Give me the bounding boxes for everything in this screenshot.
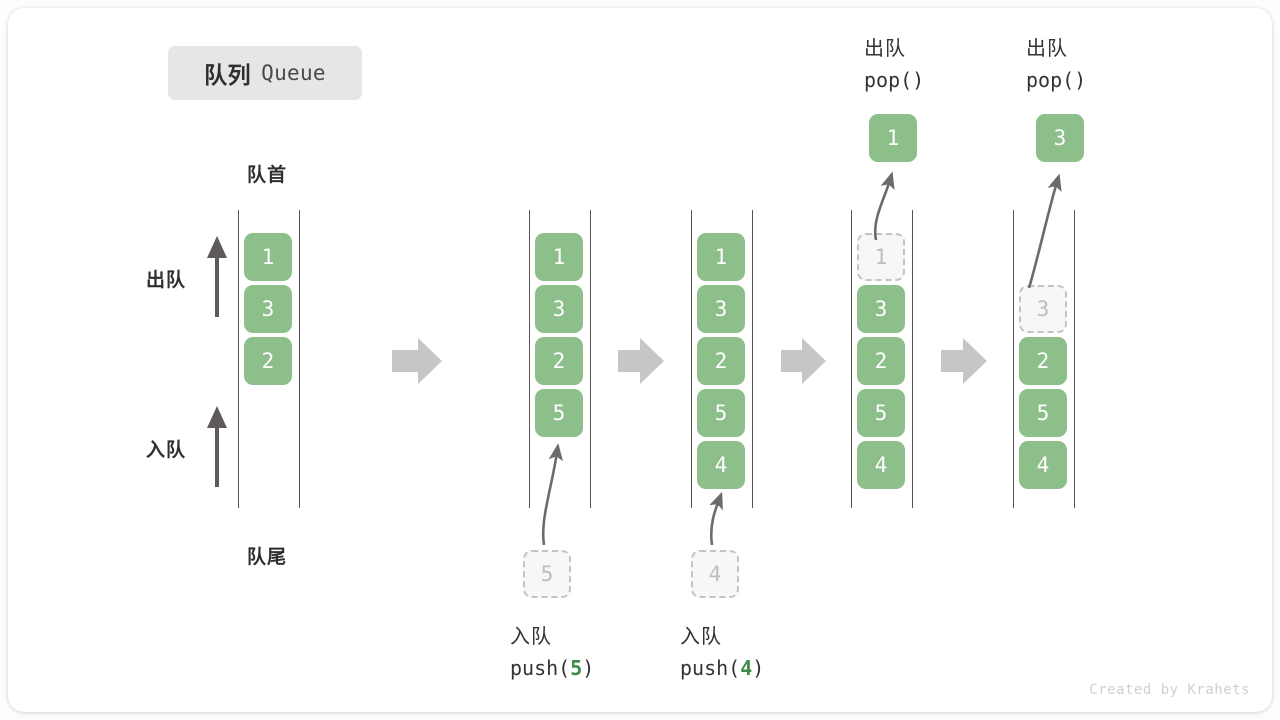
diagram-card	[8, 8, 1272, 712]
queue-rail-right	[752, 210, 753, 508]
queue-rail-left	[691, 210, 692, 508]
push-argument: 4	[740, 656, 753, 680]
queue-element: 3	[697, 285, 745, 333]
queue-element: 4	[857, 441, 905, 489]
queue-rail-right	[1074, 210, 1075, 508]
queue-element: 2	[244, 337, 292, 385]
push-keyword: push(	[680, 656, 741, 680]
dequeue-direction-label: 出队	[146, 270, 187, 291]
queue-element: 2	[1019, 337, 1067, 385]
queue-element: 5	[1019, 389, 1067, 437]
queue-element: 4	[1019, 441, 1067, 489]
queue-element: 3	[244, 285, 292, 333]
step-caption-code: push(5)	[510, 656, 594, 680]
queue-element: 5	[697, 389, 745, 437]
incoming-element-ghost: 4	[691, 550, 739, 598]
title-badge: 队列 Queue	[168, 46, 362, 100]
queue-element: 5	[857, 389, 905, 437]
queue-rail-left	[1013, 210, 1014, 508]
step-caption-code: pop()	[1026, 68, 1087, 92]
step-caption-code: push(4)	[680, 656, 764, 680]
queue-head-label: 队首	[246, 165, 288, 186]
push-argument: 5	[570, 656, 583, 680]
queue-element: 2	[697, 337, 745, 385]
queue-rail-left	[238, 210, 239, 508]
queue-element: 2	[535, 337, 583, 385]
outgoing-element-ghost: 1	[857, 233, 905, 281]
step-caption-cn: 入队	[510, 626, 552, 648]
title-cn: 队列	[204, 62, 252, 88]
popped-element: 3	[1036, 114, 1084, 162]
step-caption-code: pop()	[864, 68, 925, 92]
step-caption-cn: 入队	[680, 626, 722, 648]
outgoing-element-ghost: 3	[1019, 285, 1067, 333]
enqueue-direction-label: 入队	[146, 440, 187, 461]
queue-element: 2	[857, 337, 905, 385]
incoming-element-ghost: 5	[523, 550, 571, 598]
queue-element: 4	[697, 441, 745, 489]
queue-element: 5	[535, 389, 583, 437]
queue-element: 1	[535, 233, 583, 281]
queue-rail-right	[912, 210, 913, 508]
queue-rail-left	[851, 210, 852, 508]
queue-element: 1	[697, 233, 745, 281]
title-en: Queue	[261, 61, 326, 85]
push-close-paren: )	[752, 656, 765, 680]
queue-element: 3	[857, 285, 905, 333]
queue-rail-right	[590, 210, 591, 508]
queue-rail-right	[299, 210, 300, 508]
credit-text: Created by Krahets	[1089, 682, 1250, 698]
queue-tail-label: 队尾	[246, 547, 288, 568]
step-caption-cn: 出队	[864, 38, 906, 60]
step-caption-cn: 出队	[1026, 38, 1068, 60]
queue-element: 3	[535, 285, 583, 333]
push-keyword: push(	[510, 656, 571, 680]
push-close-paren: )	[582, 656, 595, 680]
queue-element: 1	[244, 233, 292, 281]
queue-rail-left	[529, 210, 530, 508]
popped-element: 1	[869, 114, 917, 162]
